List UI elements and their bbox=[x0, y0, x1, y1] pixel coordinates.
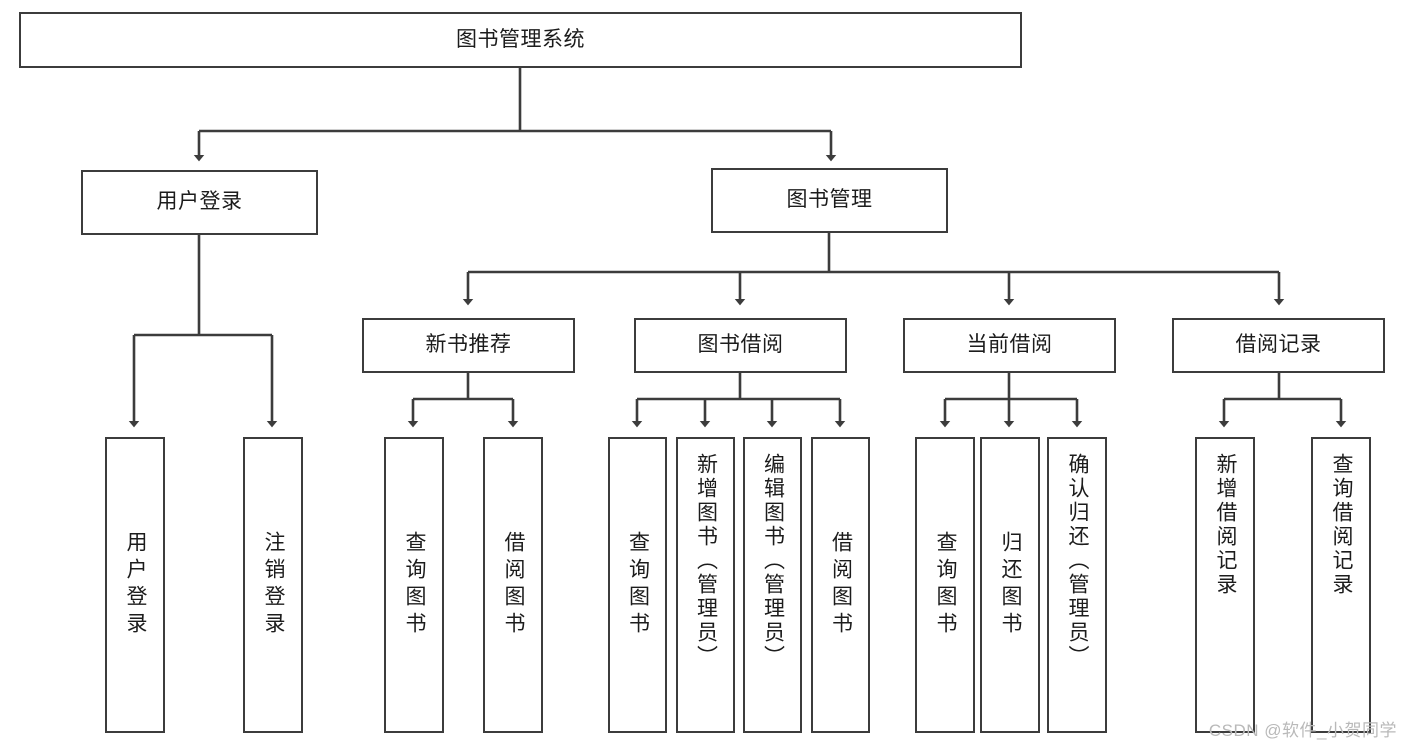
csdn-watermark: CSDN @软件_小贺同学 bbox=[1208, 721, 1397, 740]
leaf-query-borrow-record[interactable]: 查询借阅记录 bbox=[1311, 437, 1371, 733]
node-label: 当前借阅 bbox=[966, 333, 1053, 357]
leaf-borrow-book-recommend[interactable]: 借阅图书 bbox=[483, 437, 543, 733]
node-label: 借阅图书 bbox=[829, 531, 853, 639]
node-label: 借阅图书 bbox=[502, 531, 526, 639]
leaf-add-borrow-record[interactable]: 新增借阅记录 bbox=[1195, 437, 1255, 733]
leaf-edit-book-admin[interactable]: 编辑图书（管理员） bbox=[743, 437, 802, 733]
leaf-logout-login[interactable]: 注销登录 bbox=[243, 437, 303, 733]
node-label: 查询借阅记录 bbox=[1330, 453, 1354, 597]
node-label: 新增图书（管理员） bbox=[694, 453, 718, 669]
node-label: 归还图书 bbox=[999, 531, 1023, 639]
node-label: 图书管理 bbox=[786, 188, 873, 212]
node-new-book-recommend[interactable]: 新书推荐 bbox=[362, 318, 575, 373]
leaf-return-book[interactable]: 归还图书 bbox=[980, 437, 1040, 733]
node-label: 查询图书 bbox=[934, 531, 958, 639]
node-borrow-record[interactable]: 借阅记录 bbox=[1172, 318, 1385, 373]
node-book-borrow[interactable]: 图书借阅 bbox=[634, 318, 847, 373]
node-current-borrow[interactable]: 当前借阅 bbox=[903, 318, 1116, 373]
node-label: 编辑图书（管理员） bbox=[761, 453, 785, 669]
node-book-management[interactable]: 图书管理 bbox=[711, 168, 948, 233]
node-label: 新增借阅记录 bbox=[1214, 453, 1238, 597]
node-label: 用户登录 bbox=[156, 190, 243, 214]
leaf-add-book-admin[interactable]: 新增图书（管理员） bbox=[676, 437, 735, 733]
node-label: 图书借阅 bbox=[697, 333, 784, 357]
node-label: 借阅记录 bbox=[1235, 333, 1322, 357]
leaf-query-book-recommend[interactable]: 查询图书 bbox=[384, 437, 444, 733]
node-label: 查询图书 bbox=[403, 531, 427, 639]
leaf-query-book-borrow[interactable]: 查询图书 bbox=[608, 437, 667, 733]
node-label: 图书管理系统 bbox=[456, 27, 585, 51]
node-label: 注销登录 bbox=[262, 531, 286, 639]
leaf-borrow-book[interactable]: 借阅图书 bbox=[811, 437, 870, 733]
node-label: 确认归还（管理员） bbox=[1066, 453, 1090, 669]
node-label: 查询图书 bbox=[626, 531, 650, 639]
leaf-user-login[interactable]: 用户登录 bbox=[105, 437, 165, 733]
leaf-query-book-current[interactable]: 查询图书 bbox=[915, 437, 975, 733]
node-root-book-management-system[interactable]: 图书管理系统 bbox=[19, 12, 1022, 68]
node-user-login[interactable]: 用户登录 bbox=[81, 170, 318, 235]
node-label: 用户登录 bbox=[124, 531, 148, 639]
leaf-confirm-return-admin[interactable]: 确认归还（管理员） bbox=[1047, 437, 1107, 733]
node-label: 新书推荐 bbox=[425, 333, 512, 357]
